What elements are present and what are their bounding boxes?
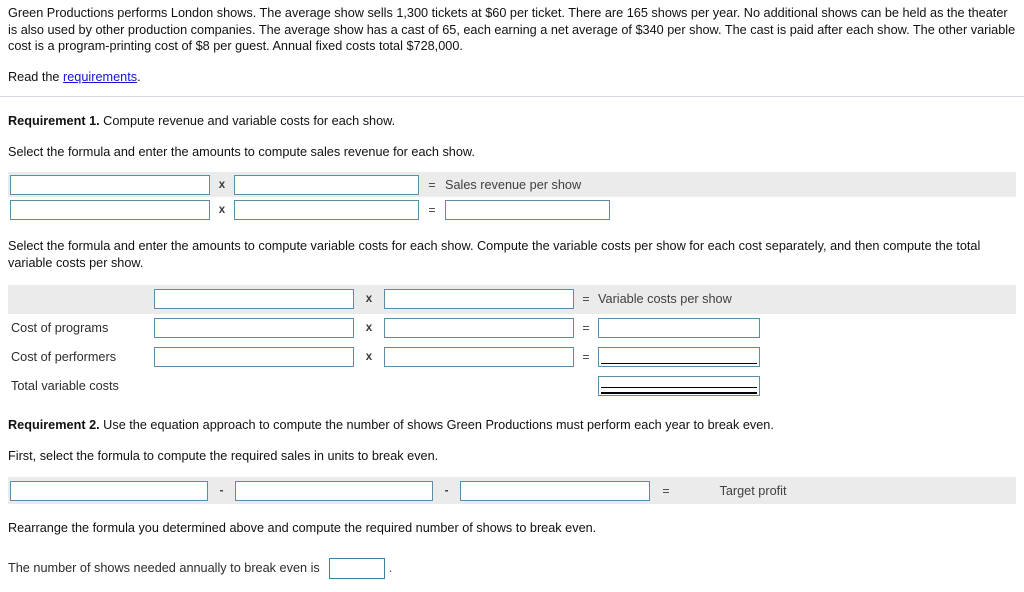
cost-of-performers-label: Cost of performers: [11, 350, 117, 365]
final-answer-label: The number of shows needed annually to b…: [8, 561, 320, 576]
vc-header-operand-a-input[interactable]: [154, 289, 354, 310]
variable-costs-instruction: Select the formula and enter the amounts…: [8, 239, 981, 270]
breakeven-formula-row: - - = Target profit: [8, 477, 1016, 505]
revenue-row2-result-input[interactable]: [445, 199, 610, 220]
performers-operand-a-cell: [154, 347, 354, 368]
total-variable-costs-input[interactable]: [598, 376, 760, 397]
final-answer-row: The number of shows needed annually to b…: [8, 557, 1016, 579]
programs-operand-a-input[interactable]: [154, 318, 354, 339]
read-requirements-line: Read the requirements.: [8, 70, 1016, 84]
req2-operand-b-input[interactable]: [235, 480, 433, 501]
req2-operand-c-input[interactable]: [460, 480, 650, 501]
performers-result-input[interactable]: [598, 347, 760, 368]
req2-operand-b-cell: [235, 480, 433, 501]
requirement-1-text: Compute revenue and variable costs for e…: [99, 113, 396, 128]
revenue-row2-operand-b-input[interactable]: [234, 199, 419, 220]
programs-result-input[interactable]: [598, 318, 760, 339]
multiply-operator-icon: x: [365, 322, 373, 335]
performers-operand-b-input[interactable]: [384, 347, 574, 368]
equals-operator-icon: =: [582, 350, 590, 365]
revenue-header-row: x = Sales revenue per show: [8, 172, 1016, 198]
variable-costs-result-label: Variable costs per show: [598, 292, 732, 307]
cost-of-programs-label: Cost of programs: [11, 321, 109, 336]
performers-result-cell: [598, 347, 760, 368]
final-answer-input[interactable]: [328, 557, 385, 579]
revenue-row2-operand-a-input[interactable]: [10, 199, 210, 220]
performers-operand-b-cell: [384, 347, 574, 368]
problem-statement: Green Productions performs London shows.…: [8, 6, 1016, 54]
programs-operand-b-cell: [384, 318, 574, 339]
read-suffix: .: [137, 69, 141, 84]
total-variable-costs-row: Total variable costs: [8, 372, 1016, 401]
total-variable-costs-label: Total variable costs: [11, 379, 119, 394]
sales-revenue-result-label: Sales revenue per show: [445, 177, 582, 192]
programs-operand-b-input[interactable]: [384, 318, 574, 339]
minus-operator-icon: -: [219, 484, 224, 497]
revenue-value-row: x =: [8, 197, 1016, 222]
equals-operator-icon: =: [428, 202, 436, 217]
equals-operator-icon: =: [662, 483, 670, 498]
read-prefix: Read the: [8, 69, 64, 84]
revenue-row2-result-cell: [445, 199, 610, 220]
variable-costs-grid: x = Variable costs per show Cost of prog…: [8, 284, 1016, 401]
requirements-link[interactable]: requirements: [63, 69, 138, 84]
sales-revenue-grid: x = Sales revenue per show x =: [8, 172, 1016, 222]
equals-operator-icon: =: [428, 177, 436, 192]
worksheet-page: Green Productions performs London shows.…: [0, 6, 1024, 579]
requirement-2-label: Requirement 2.: [8, 417, 100, 432]
req2-operand-a-cell: [10, 480, 208, 501]
total-result-cell: [598, 376, 760, 397]
breakeven-formula-instruction: First, select the formula to compute the…: [8, 448, 439, 463]
requirement-2-heading: Requirement 2. Use the equation approach…: [8, 418, 1016, 432]
revenue-instruction: Select the formula and enter the amounts…: [8, 144, 475, 159]
revenue-row1-operand-a-cell: [10, 174, 210, 195]
revenue-row1-operand-b-input[interactable]: [234, 174, 419, 195]
programs-result-cell: [598, 318, 760, 339]
minus-operator-icon: -: [444, 484, 449, 497]
requirement-1-label: Requirement 1.: [8, 113, 100, 128]
programs-operand-a-cell: [154, 318, 354, 339]
req2-operand-a-input[interactable]: [10, 480, 208, 501]
revenue-row2-operand-a-cell: [10, 199, 210, 220]
req2-operand-c-cell: [460, 480, 650, 501]
vc-header-operand-a-cell: [154, 289, 354, 310]
breakeven-formula-grid: - - = Target profit: [8, 477, 1016, 505]
multiply-operator-icon: x: [365, 293, 373, 306]
equals-operator-icon: =: [582, 321, 590, 336]
cost-of-performers-row: Cost of performers x =: [8, 343, 1016, 372]
revenue-row1-operand-a-input[interactable]: [10, 174, 210, 195]
cost-of-programs-row: Cost of programs x =: [8, 314, 1016, 343]
revenue-row1-operand-b-cell: [234, 174, 419, 195]
target-profit-label: Target profit: [719, 483, 787, 498]
requirement-2-text: Use the equation approach to compute the…: [99, 417, 774, 432]
final-answer-period: .: [388, 561, 393, 576]
revenue-row2-operand-b-cell: [234, 199, 419, 220]
multiply-operator-icon: x: [218, 203, 226, 216]
equals-operator-icon: =: [582, 292, 590, 307]
section-divider: [0, 95, 1024, 97]
requirement-1-heading: Requirement 1. Compute revenue and varia…: [8, 114, 1016, 128]
multiply-operator-icon: x: [218, 178, 226, 191]
variable-costs-header-row: x = Variable costs per show: [8, 284, 1016, 314]
rearrange-instruction: Rearrange the formula you determined abo…: [8, 521, 597, 536]
multiply-operator-icon: x: [365, 351, 373, 364]
vc-header-operand-b-cell: [384, 289, 574, 310]
vc-header-operand-b-input[interactable]: [384, 289, 574, 310]
performers-operand-a-input[interactable]: [154, 347, 354, 368]
